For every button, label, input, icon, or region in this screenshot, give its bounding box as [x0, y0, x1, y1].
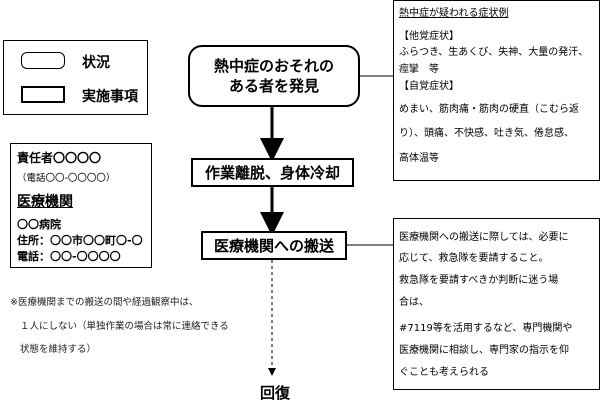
- contact-panel: 責任者〇〇〇〇 （電話〇〇-〇〇〇〇） 医療機関 〇〇病院 住所：〇〇市〇〇町〇…: [10, 143, 152, 268]
- hospital-name: 〇〇病院: [17, 218, 61, 231]
- node-transport: 医療機関への搬送: [201, 231, 347, 260]
- legend-situation-label: 状況: [82, 55, 110, 71]
- hospital-note-line: 合は、: [399, 297, 429, 308]
- self-symptoms-line: 高体温等: [399, 153, 439, 164]
- symptoms-box: 熱中症が疑われる症状例 【他覚症状】 ふらつき、生あくび、失神、大量の発汗、 痙…: [393, 0, 600, 181]
- hospital-note-box: 医療機関への搬送に際しては、必要に 応じて、救急隊を要請すること。 救急隊を要請…: [393, 218, 600, 390]
- node-cool: 作業離脱、身体冷却: [191, 158, 354, 187]
- medical-title: 医療機関: [17, 194, 73, 210]
- footnote-line: ※医療機関までの搬送の間や経過観察中は、: [10, 297, 199, 308]
- manager-phone: （電話〇〇-〇〇〇〇）: [17, 173, 116, 184]
- hospital-note-line: 救急隊を要請すべきか判断に迷う場: [399, 275, 559, 286]
- other-symptoms-header: 【他覚症状】: [399, 31, 459, 42]
- node-recovery: 回復: [259, 384, 290, 402]
- hospital-note-line: ぐことも考えられる: [399, 367, 489, 378]
- node-discover: 熱中症のおそれの ある者を発見: [188, 45, 360, 107]
- hospital-note-line: #7119等を活用するなど、専門機関や: [399, 323, 573, 334]
- hospital-address: 住所：〇〇市〇〇町〇-〇: [17, 234, 143, 247]
- hospital-note-line: 医療機関への搬送に際しては、必要に: [399, 232, 569, 243]
- manager-name: 責任者〇〇〇〇: [17, 151, 102, 165]
- self-symptoms-line: り）、頭痛、不快感、吐き気、倦怠感、: [399, 128, 574, 139]
- other-symptoms-line: ふらつき、生あくび、失神、大量の発汗、: [399, 47, 589, 58]
- symptoms-title: 熱中症が疑われる症状例: [399, 8, 509, 19]
- other-symptoms-line: 痙攣 等: [399, 64, 439, 75]
- legend: 状況 実施事項: [3, 40, 148, 115]
- legend-action-label: 実施事項: [82, 89, 138, 105]
- legend-action-swatch: [21, 86, 65, 103]
- hospital-note-line: 医療機関に相談し、専門家の指示を仰: [399, 345, 569, 356]
- hospital-note-line: 応じて、救急隊を要請すること。: [399, 253, 549, 264]
- footnote-line: １人にしない（単独作業の場合は常に連絡できる: [20, 321, 229, 332]
- self-symptoms-line: めまい、筋肉痛・筋肉の硬直（こむら返: [399, 104, 579, 115]
- hospital-phone: 電話：〇〇-〇〇〇〇: [17, 250, 121, 263]
- self-symptoms-header: 【自覚症状】: [399, 81, 459, 92]
- footnote-line: 状態を維持する）: [20, 344, 97, 355]
- legend-situation-swatch: [21, 52, 65, 69]
